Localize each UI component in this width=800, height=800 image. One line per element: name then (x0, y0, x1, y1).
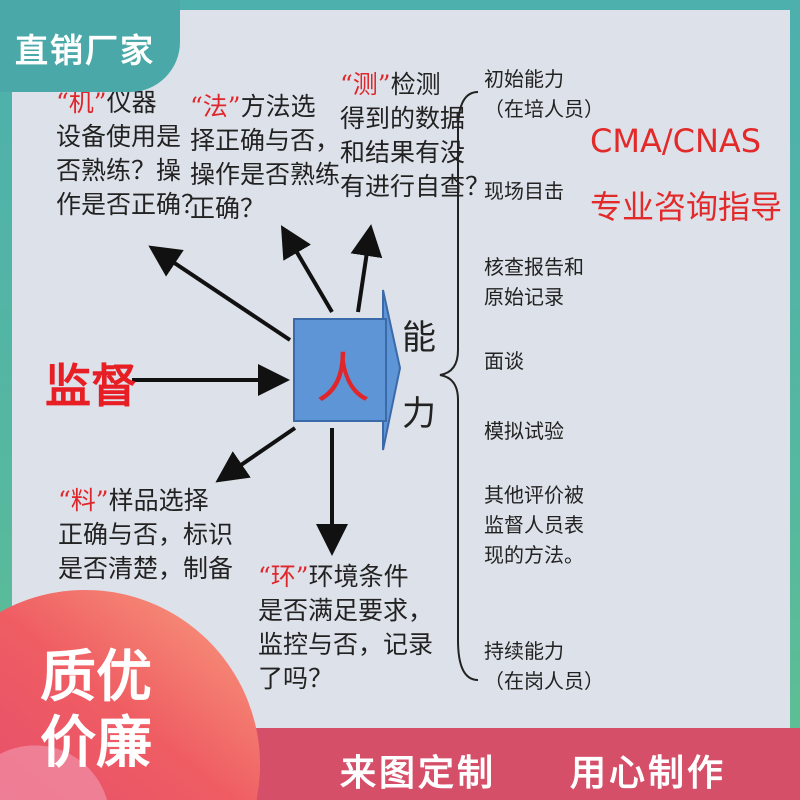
person-label: 人 (316, 347, 370, 410)
method-review: 核查报告和原始记录 (484, 255, 584, 309)
method-continuous: 持续能力（在岗人员） (484, 639, 604, 693)
method-other: 其他评价被监督人员表现的方法。 (484, 483, 584, 567)
promo-quality: 质优 (40, 645, 152, 710)
person-box (293, 318, 387, 422)
measure-text: “测”检测得到的数据和结果有没有进行自查？ (340, 70, 491, 201)
arrow-method (280, 225, 334, 314)
promo-circle (0, 589, 261, 800)
craft-text: 用心制作 (570, 753, 727, 794)
brace (439, 91, 479, 681)
machine-text: “机”仪器设备使用是否熟练？操作是否正确？ (56, 88, 207, 219)
method-text: “法”方法选择正确与否，操作是否熟练正确？ (190, 92, 341, 223)
method-interview: 面谈 (484, 349, 524, 373)
arrow-machine (148, 245, 292, 342)
ability-label: 能力 (402, 318, 436, 434)
custom-order-text: 来图定制 (340, 753, 497, 794)
promo-circle-small (0, 745, 107, 800)
arrow-material (215, 426, 297, 483)
badge (0, 0, 180, 92)
arrow-measure (350, 224, 383, 313)
method-simulation: 模拟试验 (484, 419, 564, 443)
supervision-label: 监督 (45, 359, 137, 413)
promo-price: 价廉 (40, 711, 152, 776)
badge-text: 直销厂家 (15, 31, 155, 70)
method-witness: 现场目击 (484, 179, 564, 203)
environment-text: “环”环境条件是否满足要求，监控与否，记录了吗？ (258, 562, 434, 693)
material-text: “料”样品选择正确与否，标识是否清楚，制备 (58, 486, 234, 583)
method-initial: 初始能力（在培人员） (484, 67, 604, 121)
